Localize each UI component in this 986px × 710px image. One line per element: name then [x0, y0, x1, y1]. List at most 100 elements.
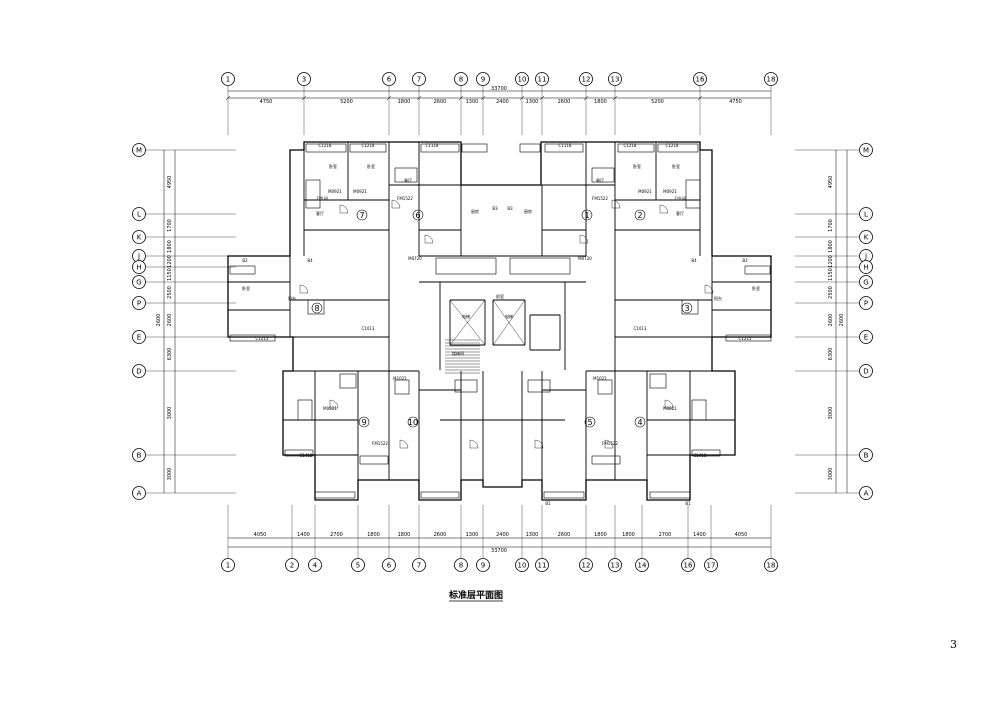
- axis-bubble-label: 5: [356, 562, 360, 570]
- right-axis-B: B: [859, 448, 873, 462]
- fixture: [305, 143, 347, 153]
- unit-number-label: 10: [408, 418, 418, 427]
- axis-bubble-label: 17: [707, 562, 716, 570]
- tag-label: C1118: [426, 143, 439, 148]
- tick: [386, 95, 392, 101]
- room-label: 卫生间: [316, 195, 328, 201]
- bottom-axis-7: 7: [412, 558, 426, 572]
- axis-bubble-circle: [608, 72, 622, 86]
- axis-bubble-label: J: [137, 253, 140, 261]
- tag-label: M0921: [353, 189, 367, 194]
- axis-bubble-circle: [351, 558, 365, 572]
- axis-bubble-circle: [132, 448, 146, 462]
- axis-bubble-label: 1: [226, 562, 230, 570]
- right-dim-label: 1150: [828, 268, 834, 281]
- axis-bubble-label: J: [864, 253, 867, 261]
- top-axis-3: 3: [297, 72, 311, 86]
- room-label: 阳台: [288, 295, 296, 301]
- fixture: [305, 179, 321, 209]
- axis-bubble-circle: [132, 207, 146, 221]
- top-dim-label: 1300: [466, 99, 479, 105]
- axis-bubble-circle: [681, 558, 695, 572]
- right-axis-P: P: [859, 296, 873, 310]
- axis-bubble-label: K: [864, 234, 869, 242]
- unit-number-circle: [407, 416, 419, 428]
- fixture: [617, 143, 655, 153]
- tag-label: M1021: [393, 376, 407, 381]
- left-axis-B: B: [132, 448, 146, 462]
- axis-bubble-label: A: [137, 490, 142, 498]
- left-dim-label: 3000: [167, 468, 173, 481]
- axis-bubble-label: 13: [611, 76, 620, 84]
- bottom-dim-label: 2600: [434, 532, 447, 538]
- axis-bubble-circle: [412, 558, 426, 572]
- bottom-axis-9: 9: [476, 558, 490, 572]
- tag-label: FM1522: [592, 196, 608, 201]
- room-label: 客厅: [316, 210, 324, 216]
- top-dim-label: 2400: [496, 99, 509, 105]
- fixture: [454, 379, 478, 393]
- axis-bubble-label: H: [863, 264, 868, 272]
- fixture: [435, 257, 497, 275]
- top-total-label: 33700: [491, 86, 507, 92]
- axis-bubble-label: E: [137, 334, 141, 342]
- axis-bubble-label: P: [137, 300, 141, 308]
- tick: [458, 95, 464, 101]
- tag-label: B4: [307, 258, 313, 263]
- fixture: [420, 491, 460, 499]
- left-dim-label: 1700: [167, 219, 173, 232]
- right-axis-H: H: [859, 260, 873, 274]
- top-axis-7: 7: [412, 72, 426, 86]
- bottom-axis-16: 16: [681, 558, 695, 572]
- bottom-axis-5: 5: [351, 558, 365, 572]
- left-axis-K: K: [132, 230, 146, 244]
- unit-number-3: 3: [681, 302, 693, 314]
- bottom-axis-13: 13: [608, 558, 622, 572]
- unit-number-circle: [412, 209, 424, 221]
- unit-number-8: 8: [311, 302, 323, 314]
- axis-bubble-circle: [412, 72, 426, 86]
- fixture: [543, 491, 585, 499]
- tag-label: FM1522: [602, 441, 618, 446]
- left-axis-E: E: [132, 330, 146, 344]
- tag-label: C1418: [300, 453, 313, 458]
- bottom-axis-18: 18: [764, 558, 778, 572]
- axis-bubble-circle: [764, 72, 778, 86]
- axis-bubble-label: 11: [538, 76, 547, 84]
- axis-bubble-circle: [382, 72, 396, 86]
- axis-bubble-circle: [476, 558, 490, 572]
- elevator-cross: [492, 299, 526, 346]
- bottom-axis-1: 1: [221, 558, 235, 572]
- bottom-dim-label: 4050: [254, 532, 267, 538]
- axis-bubble-label: 2: [290, 562, 294, 570]
- tag-label: B3: [507, 206, 513, 211]
- unit-number-5: 5: [584, 416, 596, 428]
- bottom-axis-8: 8: [454, 558, 468, 572]
- room-label: 楼梯间: [452, 350, 464, 356]
- top-dim-label: 1800: [398, 99, 411, 105]
- bottom-dim-label: 2700: [659, 532, 672, 538]
- right-dim-label: 2600: [828, 314, 834, 327]
- tag-label: C1013: [634, 326, 647, 331]
- fixture: [349, 143, 387, 153]
- unit-number-circle: [681, 302, 693, 314]
- unit-number-label: 4: [637, 418, 642, 427]
- tag-label: M1021: [593, 376, 607, 381]
- room-label: 卧室: [242, 285, 250, 291]
- unit-number-label: 3: [684, 304, 689, 313]
- tag-label: C1418: [694, 453, 707, 458]
- room-label: 客厅: [676, 210, 684, 216]
- axis-bubble-circle: [859, 207, 873, 221]
- fixture: [307, 299, 325, 315]
- right-dim-label: 4950: [828, 176, 834, 189]
- tag-label: M0921: [328, 189, 342, 194]
- room-label: 厨房: [471, 208, 479, 214]
- axis-bubble-circle: [859, 260, 873, 274]
- door-swing: [579, 234, 589, 244]
- unit-number-label: 9: [361, 418, 366, 427]
- axis-bubble-label: B: [137, 452, 142, 460]
- elevator-cross: [449, 299, 486, 346]
- bottom-dim-label: 4050: [735, 532, 748, 538]
- axis-bubble-label: 10: [518, 76, 527, 84]
